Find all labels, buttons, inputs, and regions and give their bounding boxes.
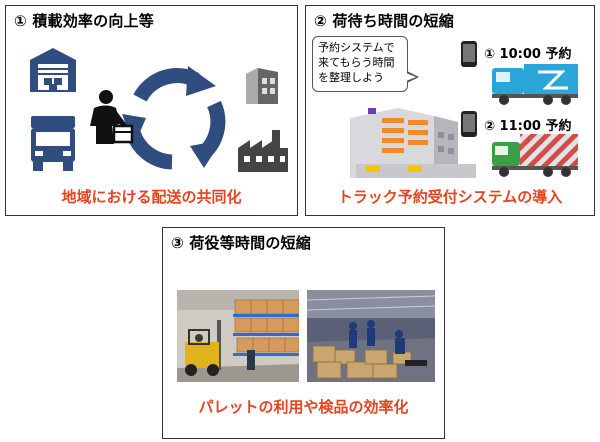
- smartphone-icon: [460, 110, 478, 138]
- factory-icon: [236, 130, 290, 174]
- panel-handling-time: ③ 荷役等時間の短縮: [162, 227, 445, 439]
- truck-green-illustration: [490, 132, 580, 178]
- panel-load-efficiency: ① 積載効率の向上等: [5, 5, 298, 216]
- cycle-arrows-icon: [120, 64, 228, 174]
- panel-caption: トラック予約受付システムの導入: [337, 188, 563, 206]
- reservation-label: ① 10:00 予約: [484, 47, 572, 62]
- reservation-label: ② 11:00 予約: [484, 119, 572, 134]
- distribution-center-illustration: [348, 102, 478, 182]
- panel-title: ③ 荷役等時間の短縮: [171, 234, 311, 252]
- warehouse-icon: [28, 46, 78, 92]
- inspection-photo: [307, 290, 435, 382]
- panel-caption: パレットの利用や検品の効率化: [198, 398, 409, 416]
- worker-with-box-icon: [86, 90, 134, 146]
- building-icon: [244, 66, 280, 106]
- panel-caption: 地域における配送の共同化: [61, 188, 242, 206]
- panel-title: ① 積載効率の向上等: [14, 12, 154, 30]
- bubble-text: 予約システムで来てもらう時間を整理しよう: [318, 41, 395, 84]
- smartphone-icon: [460, 40, 478, 68]
- forklift-warehouse-photo: [177, 290, 299, 382]
- speech-bubble: 予約システムで来てもらう時間を整理しよう: [312, 36, 419, 92]
- truck-blue-illustration: [490, 62, 580, 106]
- panel-wait-time: ② 荷待ち時間の短縮 予約システムで来てもらう時間を整理しよう: [305, 5, 595, 216]
- truck-front-icon: [28, 114, 78, 172]
- panel-title: ② 荷待ち時間の短縮: [314, 12, 454, 30]
